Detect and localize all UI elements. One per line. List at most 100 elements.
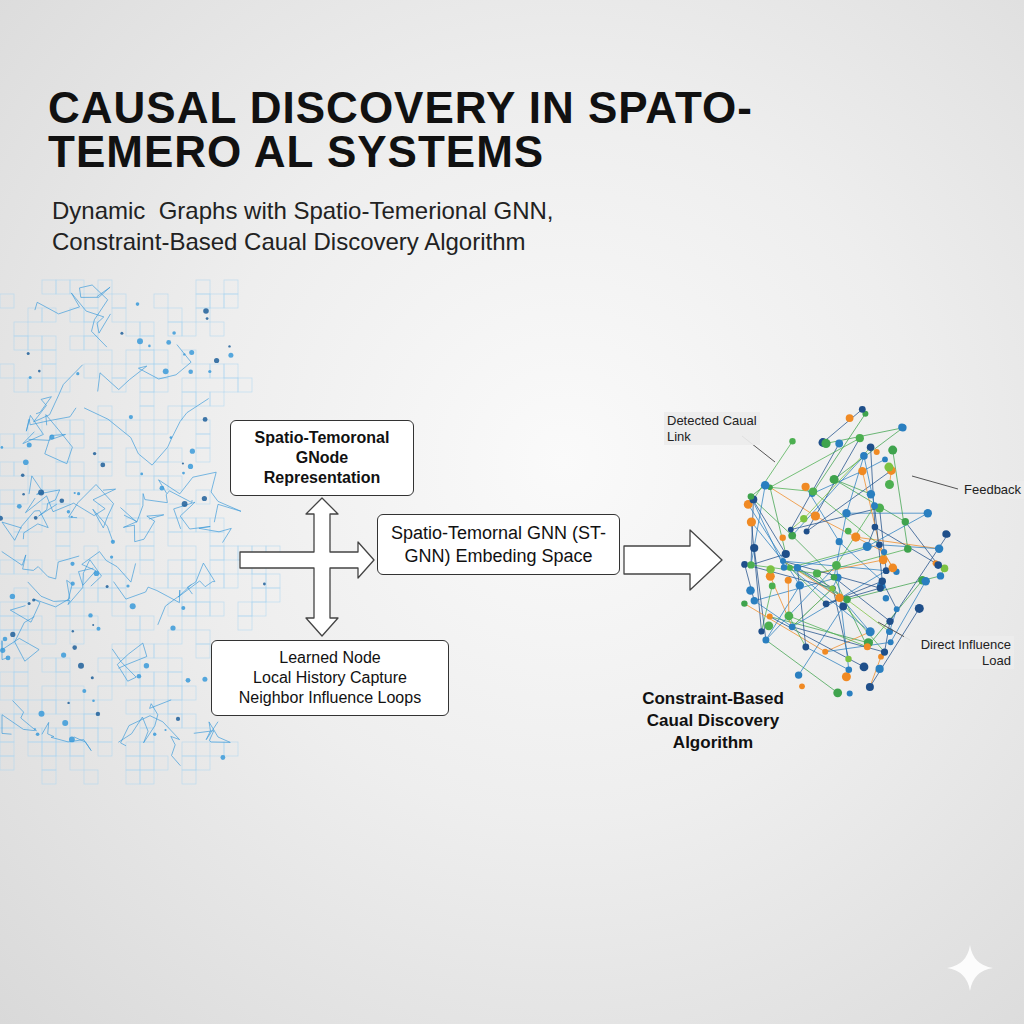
location-dot: [36, 732, 40, 736]
causal-link: [792, 456, 864, 536]
grid-cell: [56, 616, 70, 630]
grid-cell: [28, 378, 42, 392]
trajectory-line: [178, 563, 215, 597]
grid-cell: [56, 490, 70, 504]
grid-cell: [182, 350, 196, 364]
variable-node: [915, 604, 924, 613]
location-dot: [27, 443, 32, 448]
grid-cell: [210, 560, 224, 574]
grid-cell: [210, 364, 224, 378]
grid-cell: [126, 700, 140, 714]
location-dot: [49, 434, 54, 439]
variable-node: [863, 542, 872, 551]
grid-cell: [14, 714, 28, 728]
variable-node: [813, 569, 821, 577]
grid-cell: [126, 462, 140, 476]
location-dot: [182, 462, 184, 464]
grid-cell: [140, 742, 154, 756]
variable-node: [894, 606, 900, 612]
grid-cell: [56, 546, 70, 560]
grid-cell: [182, 714, 196, 728]
grid-cell: [224, 280, 238, 294]
causal-link: [807, 471, 892, 532]
location-dot: [110, 556, 113, 559]
variable-node: [864, 643, 871, 650]
location-dot: [111, 540, 115, 544]
trajectory-line: [120, 491, 192, 522]
grid-cell: [84, 322, 98, 336]
grid-cell: [84, 476, 98, 490]
variable-node: [780, 535, 786, 541]
causal-link: [891, 581, 926, 642]
causal-link: [806, 647, 849, 670]
grid-cell: [42, 280, 56, 294]
variable-node: [846, 667, 853, 674]
location-dot: [188, 370, 193, 375]
causal-link: [770, 487, 815, 516]
location-dot: [78, 663, 84, 669]
grid-cell: [112, 602, 126, 616]
causal-link: [806, 487, 840, 542]
variable-node: [888, 639, 894, 645]
grid-cell: [98, 728, 112, 742]
grid-cell: [42, 350, 56, 364]
variable-node: [836, 538, 843, 545]
grid-cell: [168, 308, 182, 322]
box-heading: Learned Node: [222, 648, 438, 668]
variable-node: [823, 600, 830, 607]
variable-node: [795, 671, 802, 678]
grid-cell: [70, 476, 84, 490]
grid-cell: [0, 490, 14, 504]
grid-cell: [42, 742, 56, 756]
grid-cell: [196, 448, 210, 462]
location-dot: [148, 345, 151, 348]
grid-cell: [14, 588, 28, 602]
location-dot: [22, 493, 25, 496]
location-dot: [17, 504, 22, 509]
leader-line: [912, 476, 958, 489]
grid-cell: [98, 742, 112, 756]
grid-cell: [0, 742, 14, 756]
causal-link: [864, 456, 875, 506]
causal-link: [790, 547, 867, 568]
variable-node: [842, 509, 850, 517]
grid-cell: [84, 728, 98, 742]
grid-cell: [98, 588, 112, 602]
trajectory-line: [2, 701, 36, 735]
grid-cell: [252, 588, 266, 602]
grid-cell: [154, 462, 168, 476]
grid-cell: [14, 322, 28, 336]
grid-cell: [168, 658, 182, 672]
variable-node: [785, 577, 792, 584]
variable-node: [937, 572, 944, 579]
grid-cell: [140, 672, 154, 686]
trajectory-line: [121, 716, 181, 766]
location-dot: [186, 678, 191, 683]
causal-link: [751, 522, 761, 631]
variable-node: [860, 452, 868, 460]
grid-cell: [238, 602, 252, 616]
grid-cell: [154, 420, 168, 434]
location-dot: [72, 645, 77, 650]
grid-cell: [140, 350, 154, 364]
grid-cell: [168, 700, 182, 714]
grid-cell: [56, 504, 70, 518]
variable-node: [789, 438, 795, 444]
location-dot: [263, 583, 266, 586]
grid-cell: [70, 742, 84, 756]
grid-cell: [14, 378, 28, 392]
grid-cell: [98, 434, 112, 448]
grid-cell: [210, 294, 224, 308]
grid-cell: [196, 280, 210, 294]
variable-node: [856, 434, 864, 442]
process-box: Spatio-Temoronal GNode Representation: [230, 420, 414, 496]
variable-node: [787, 565, 793, 571]
grid-cell: [182, 602, 196, 616]
grid-cell: [210, 602, 224, 616]
grid-cell: [126, 742, 140, 756]
grid-cell: [0, 616, 14, 630]
location-dot: [94, 571, 99, 576]
grid-cell: [70, 686, 84, 700]
grid-cell: [14, 672, 28, 686]
variable-node: [877, 585, 884, 592]
